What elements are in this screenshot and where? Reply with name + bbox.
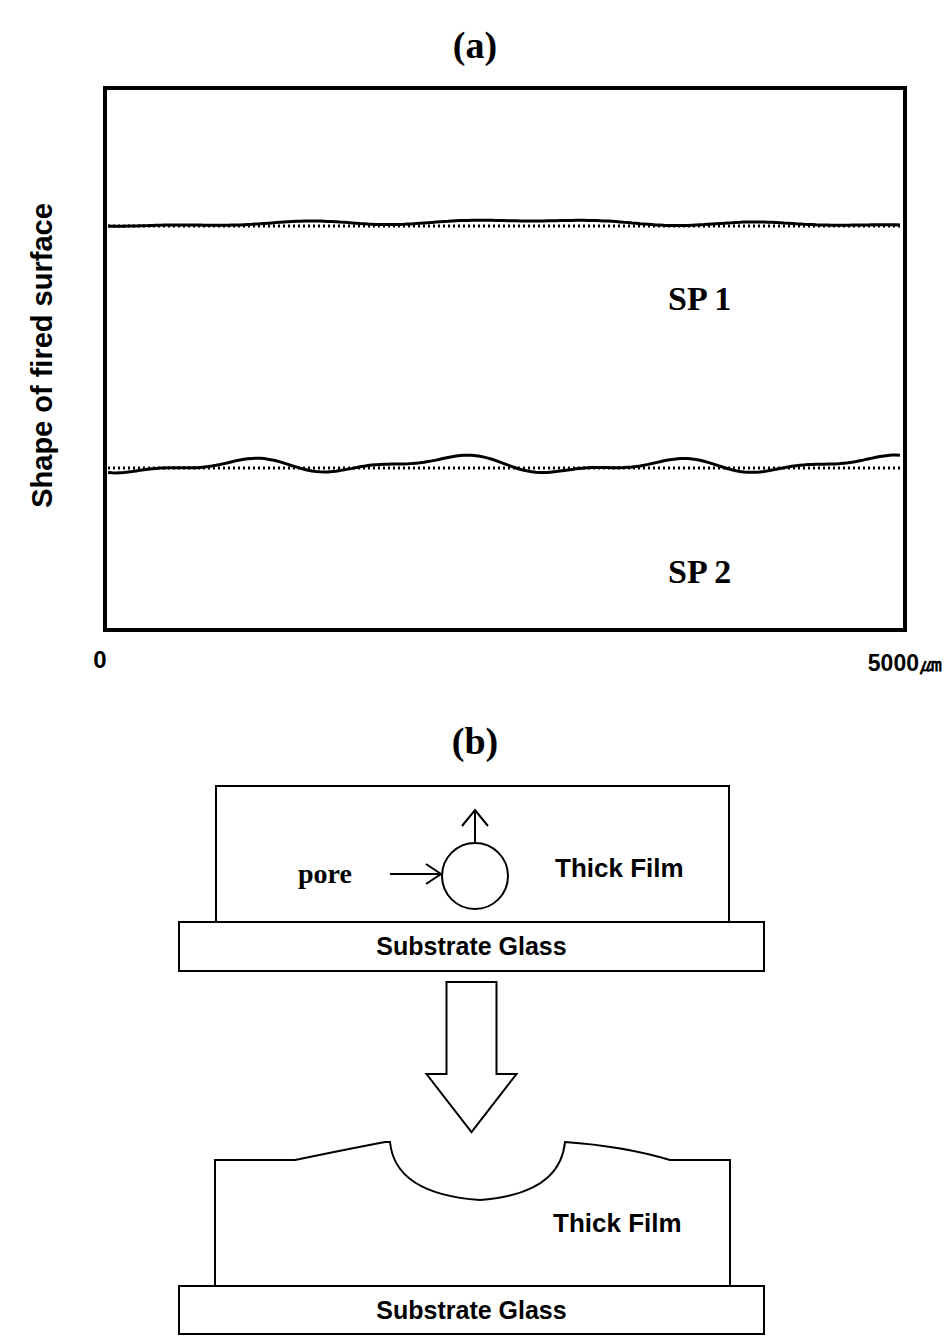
thick-film-layer: Thick Film <box>213 1138 732 1288</box>
substrate-layer: Substrate Glass <box>178 1285 765 1335</box>
layer-label: Thick Film <box>555 855 684 881</box>
block-arrow <box>427 982 517 1132</box>
thick-film-layer: Thick Film <box>215 785 730 923</box>
rise-arrow <box>474 812 476 843</box>
layer-label: Thick Film <box>553 1210 682 1236</box>
callout-label: pore <box>298 860 352 888</box>
leader-arrow <box>426 864 441 884</box>
plot-frame <box>105 88 905 630</box>
series-label: SP 2 <box>668 555 731 589</box>
surface-profile <box>108 455 900 473</box>
layer-label: Substrate Glass <box>376 1298 566 1323</box>
pore-circle <box>442 843 508 909</box>
series-label: SP 1 <box>668 282 731 316</box>
rise-arrow <box>462 810 488 826</box>
leader-arrow <box>390 873 440 875</box>
axis-title: Shape of fired surface <box>28 203 57 508</box>
axis-tick: 5000㎛ <box>868 652 942 675</box>
layer-label: Substrate Glass <box>376 934 566 959</box>
film-outline <box>215 1142 730 1286</box>
axis-tick: 0 <box>93 648 106 672</box>
panel-label: (b) <box>452 722 498 760</box>
surface-profile <box>108 220 900 226</box>
panel-label: (a) <box>453 26 497 64</box>
substrate-layer: Substrate Glass <box>178 921 765 972</box>
